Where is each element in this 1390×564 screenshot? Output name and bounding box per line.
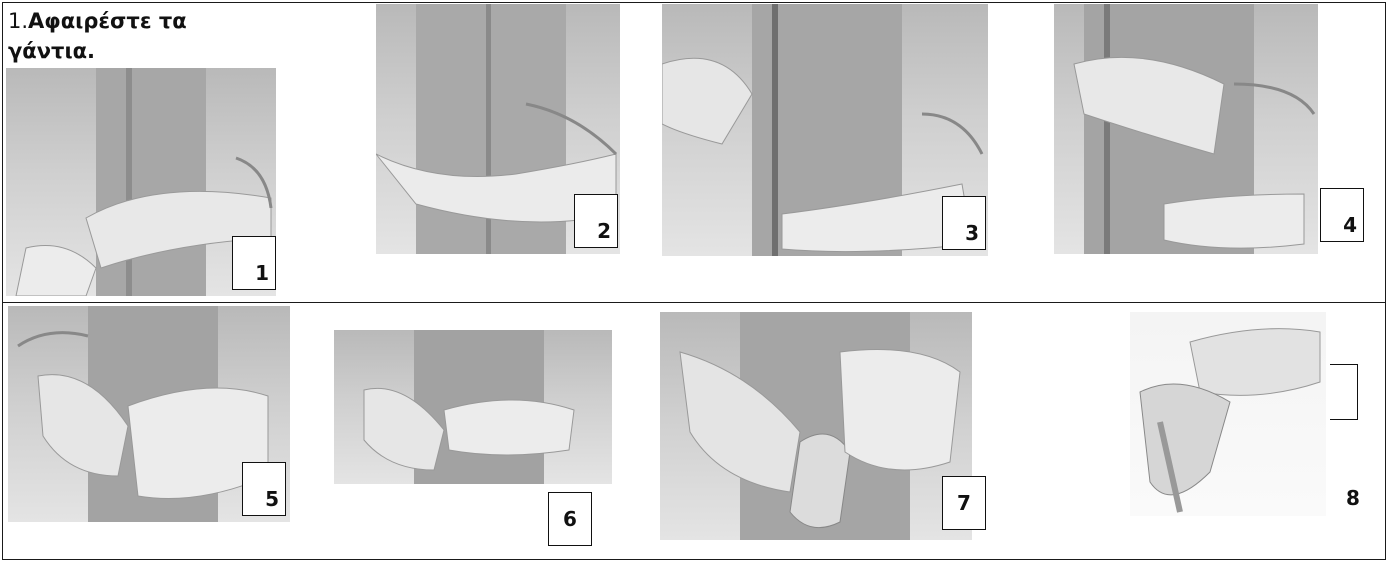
step-8-bracket [1330, 364, 1358, 420]
step-2-label: 2 [597, 219, 611, 243]
step-5-number-box: 5 [242, 462, 286, 516]
step-7-number-box: 7 [942, 476, 986, 530]
step-1-number-box: 1 [232, 236, 276, 290]
step-6-label: 6 [563, 507, 577, 531]
step-6-photo [334, 330, 612, 484]
step-2-number-box: 2 [574, 194, 618, 248]
step-7-photo [660, 312, 972, 540]
step-3-photo [662, 4, 988, 256]
instruction-text-line2: γάντια. [8, 39, 95, 63]
step-4-photo [1054, 4, 1318, 254]
step-8-number: 8 [1346, 486, 1360, 510]
row-divider [2, 302, 1386, 303]
step-3-number-box: 3 [942, 196, 986, 250]
step-6-number-box: 6 [548, 492, 592, 546]
step-4-number-box: 4 [1320, 188, 1364, 242]
step-8-label: 8 [1346, 486, 1360, 510]
step-1-label: 1 [255, 261, 269, 285]
step-7-label: 7 [957, 491, 971, 515]
instruction-title: 1.Αφαιρέστε τα γάντια. [8, 6, 187, 66]
step-3-label: 3 [965, 221, 979, 245]
instruction-number: 1. [8, 9, 28, 33]
step-4-label: 4 [1343, 213, 1357, 237]
step-8-photo [1130, 312, 1326, 516]
step-5-label: 5 [265, 487, 279, 511]
instruction-text-line1: Αφαιρέστε τα [28, 9, 187, 33]
